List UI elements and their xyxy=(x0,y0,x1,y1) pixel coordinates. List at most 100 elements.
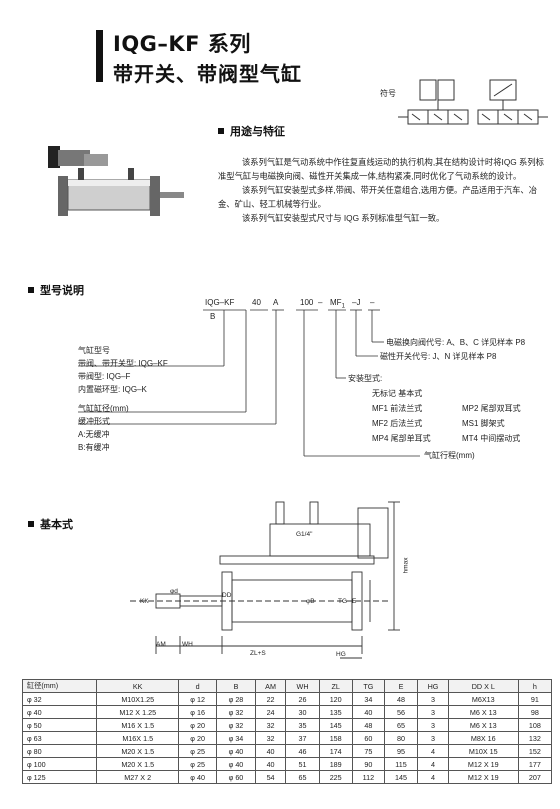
table-cell: φ 60 xyxy=(216,770,256,784)
table-cell: φ 32 xyxy=(216,718,256,732)
table-cell: 75 xyxy=(351,744,385,758)
pneumatic-symbol xyxy=(398,79,548,125)
dim-e: E xyxy=(352,598,357,605)
table-cell: φ 12 xyxy=(177,692,218,706)
mount-type-2b: MS1 脚架式 xyxy=(462,419,505,428)
table-cell: 95 xyxy=(383,744,419,758)
features-paragraph-1: 该系列气缸是气动系统中作往复直线运动的执行机构,其在结构设计时将IQG 系列标准… xyxy=(218,157,544,181)
code-mount: MF1 xyxy=(330,298,345,310)
table-cell: φ 16 xyxy=(177,705,218,719)
table-cell: 174 xyxy=(318,744,353,758)
table-cell: φ 63 xyxy=(21,731,98,745)
table-cell: φ 20 xyxy=(177,718,218,732)
symbol-label: 符号 xyxy=(380,89,396,98)
col-am: AM xyxy=(254,679,287,693)
table-cell: M16X 1.5 xyxy=(96,731,179,745)
mount-type-3b: MT4 中间摆动式 xyxy=(462,434,521,443)
table-cell: 177 xyxy=(517,757,553,771)
table-cell: φ 25 xyxy=(177,757,218,771)
code-switch: –J xyxy=(352,298,361,307)
table-header-row: 缸径(mm) KK d B AM WH ZL TG E HG DD X L h xyxy=(21,679,553,693)
table-cell: 3 xyxy=(417,718,449,732)
table-cell: 4 xyxy=(417,744,449,758)
table-cell: 135 xyxy=(318,705,353,719)
table-cell: 46 xyxy=(285,744,320,758)
table-cell: 80 xyxy=(383,731,419,745)
table-cell: 132 xyxy=(517,731,553,745)
series-title: IQG–KF 系列 xyxy=(113,32,251,56)
table-cell: 65 xyxy=(285,770,320,784)
model-heading: 型号说明 xyxy=(28,282,84,298)
table-cell: 65 xyxy=(383,718,419,732)
table-cell: 207 xyxy=(517,770,553,784)
table-cell: M6 X 13 xyxy=(447,718,519,732)
table-cell: 48 xyxy=(383,692,419,706)
table-cell: 24 xyxy=(254,705,287,719)
table-cell: 40 xyxy=(254,744,287,758)
table-cell: 4 xyxy=(417,770,449,784)
table-cell: 22 xyxy=(254,692,287,706)
dim-hmax: hmax xyxy=(402,557,410,574)
dim-hg: HG xyxy=(336,651,346,658)
table-cell: 54 xyxy=(254,770,287,784)
col-kk: KK xyxy=(96,679,179,693)
table-cell: 30 xyxy=(285,705,320,719)
dim-b: φB xyxy=(306,598,315,605)
features-text: 该系列气缸是气动系统中作往复直线运动的执行机构,其在结构设计时将IQG 系列标准… xyxy=(218,155,546,225)
left-label-2: 带阀、带开关型: IQG–KF xyxy=(78,359,168,368)
col-zl: ZL xyxy=(318,679,353,693)
table-cell: 98 xyxy=(517,705,553,719)
col-d: d xyxy=(177,679,218,693)
table-cell: 91 xyxy=(517,692,553,706)
table-cell: M10X 15 xyxy=(447,744,519,758)
table-cell: φ 40 xyxy=(216,757,256,771)
table-cell: 32 xyxy=(254,718,287,732)
table-cell: M8X 16 xyxy=(447,731,519,745)
table-cell: φ 32 xyxy=(21,692,98,706)
table-cell: 56 xyxy=(383,705,419,719)
col-hg: HG xyxy=(417,679,449,693)
features-paragraph-2: 该系列气缸安装型式多样,带阀、带开关任意组合,选用方便。产品适用于汽车、冶金、矿… xyxy=(218,185,538,209)
dim-kk: KK xyxy=(140,598,149,605)
table-cell: M27 X 2 xyxy=(96,770,179,784)
table-cell: φ 40 xyxy=(177,770,218,784)
col-e: E xyxy=(383,679,419,693)
table-cell: 40 xyxy=(254,757,287,771)
col-h: h xyxy=(517,679,553,693)
table-cell: 37 xyxy=(285,731,320,745)
left-label-8: B:有缓冲 xyxy=(78,443,110,452)
basic-heading-text: 基本式 xyxy=(40,519,73,531)
code-mount-sub: 1 xyxy=(341,303,345,310)
dim-d: φd xyxy=(170,588,178,595)
table-cell: 4 xyxy=(417,757,449,771)
title-bar-accent xyxy=(96,30,103,82)
code-series: IQG–KF xyxy=(205,298,235,307)
table-cell: M12 X 1.25 xyxy=(96,705,179,719)
model-heading-text: 型号说明 xyxy=(40,285,84,297)
table-cell: 35 xyxy=(285,718,320,732)
basic-dimension-drawing xyxy=(130,501,400,659)
heading-bullet-icon xyxy=(218,128,224,134)
table-cell: 189 xyxy=(318,757,353,771)
dim-zl: ZL+S xyxy=(250,650,266,657)
left-label-7: A:无缓冲 xyxy=(78,430,110,439)
mount-type-0: 无标记 基本式 xyxy=(372,389,423,398)
col-ddxl: DD X L xyxy=(447,679,519,693)
table-cell: φ 40 xyxy=(21,705,98,719)
table-cell: φ 80 xyxy=(21,744,98,758)
heading-bullet-icon xyxy=(28,287,34,293)
left-label-1: 气缸型号 xyxy=(78,346,110,355)
dim-wh: WH xyxy=(182,641,193,648)
code-bore: 40 xyxy=(252,298,261,307)
basic-heading: 基本式 xyxy=(28,516,73,532)
table-cell: M10X1.25 xyxy=(96,692,179,706)
table-cell: φ 125 xyxy=(21,770,98,784)
table-cell: 145 xyxy=(383,770,419,784)
table-cell: 34 xyxy=(351,692,385,706)
mount-type-1b: MP2 尾部双耳式 xyxy=(462,404,521,413)
code-stroke: 100 xyxy=(300,298,314,307)
